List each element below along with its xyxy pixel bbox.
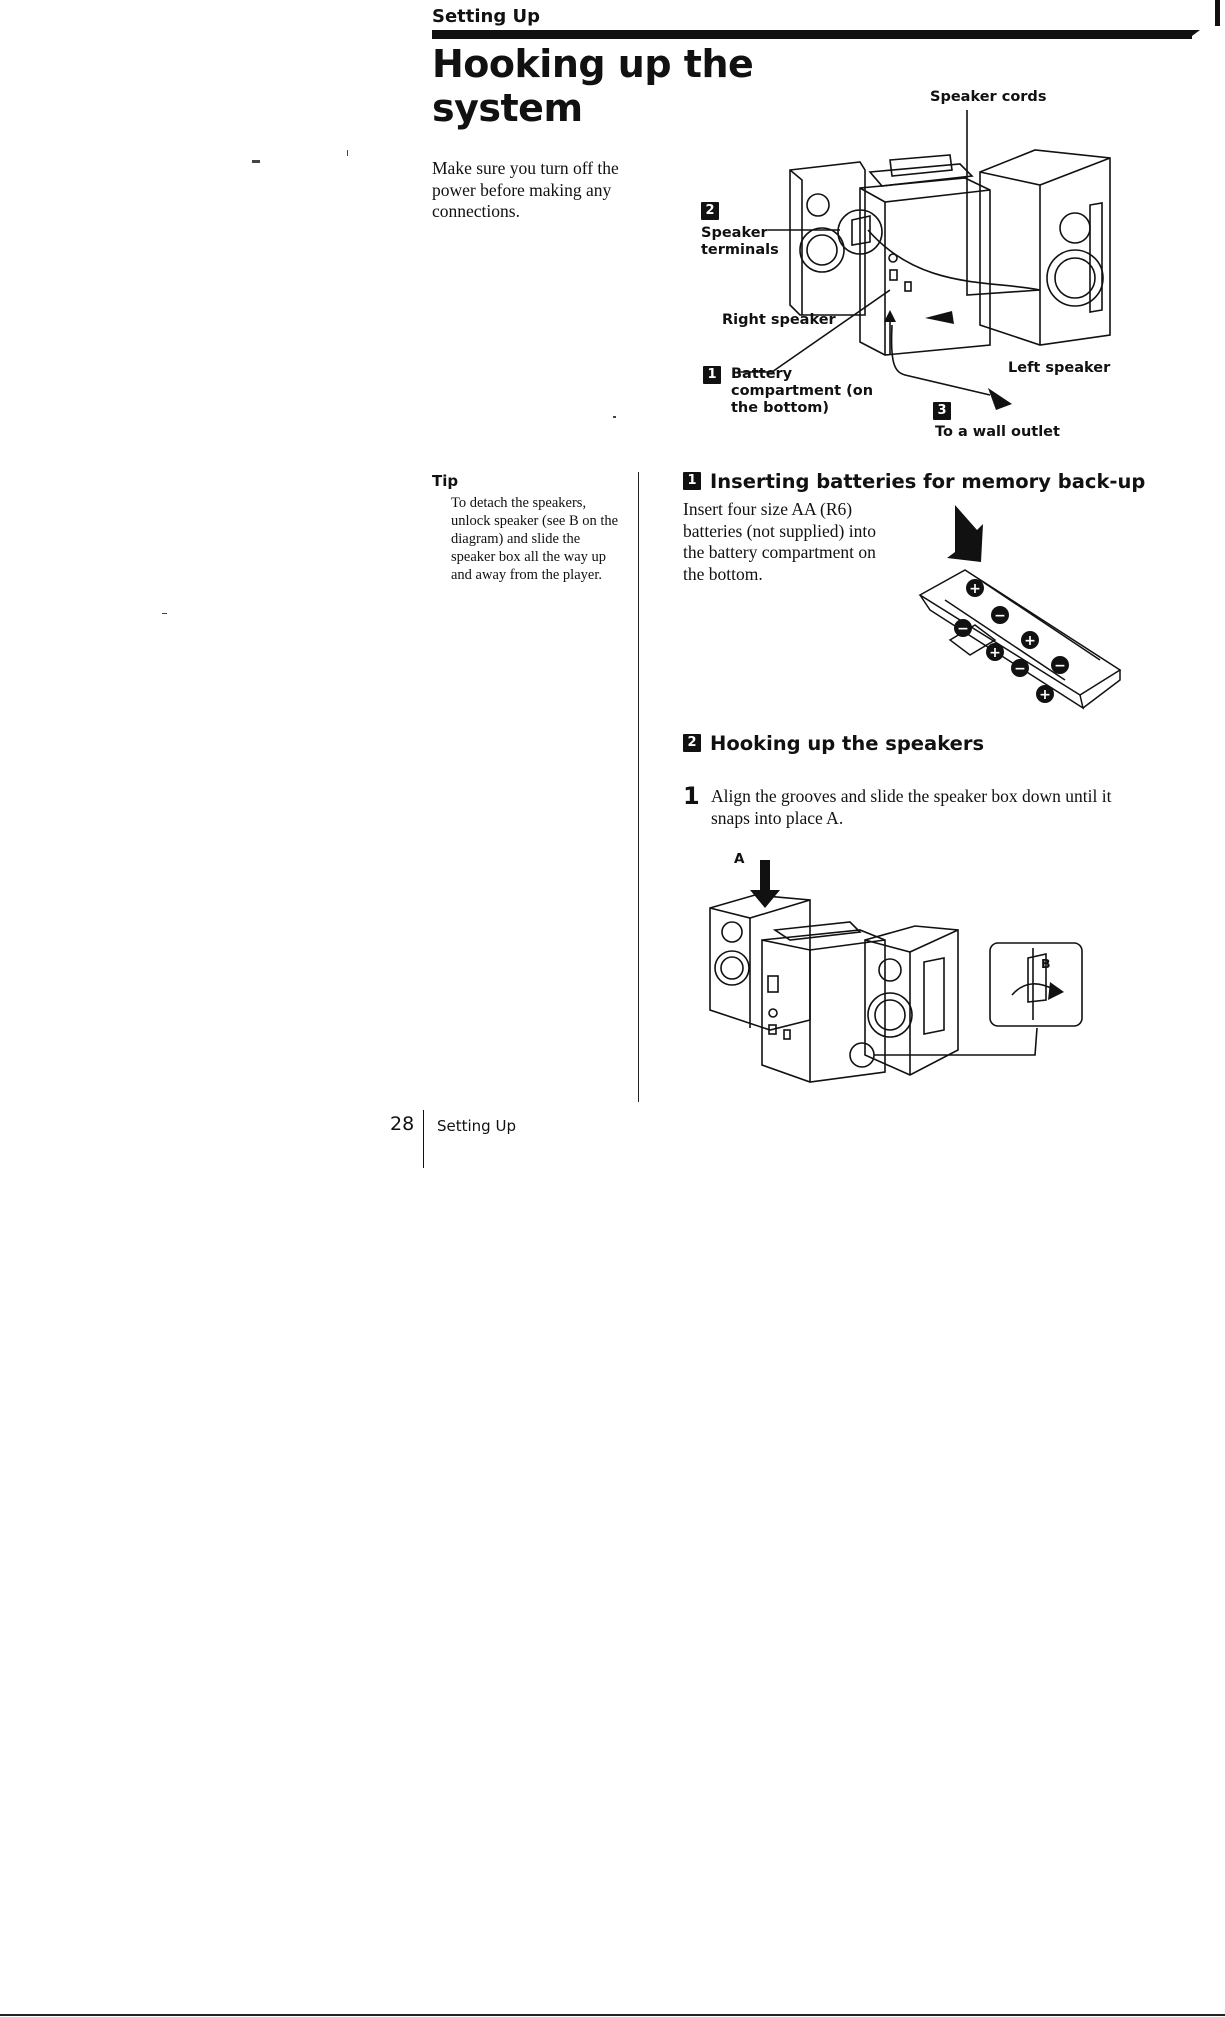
svg-text:−: −	[1054, 658, 1066, 674]
intro-text: Make sure you turn off the power before …	[432, 158, 619, 221]
hookup-diagram	[738, 110, 1111, 410]
label-battery-compartment: Battery compartment (on the bottom)	[731, 366, 874, 416]
page-number: 28	[390, 1113, 415, 1135]
left-speaker-illustration	[979, 149, 1111, 346]
edge-tab-mark	[1215, 0, 1220, 26]
slide-arrow-icon	[925, 311, 954, 324]
svg-text:+: +	[969, 581, 981, 597]
header-rule	[432, 30, 1192, 39]
header-rule-tip	[1188, 30, 1200, 39]
tip-label: Tip	[432, 472, 459, 490]
badge-step-3: 3	[933, 402, 951, 420]
footer-divider	[423, 1110, 424, 1168]
plug-arrow-icon	[988, 388, 1012, 410]
label-wall-outlet: To a wall outlet	[935, 424, 1060, 440]
right-speaker-illustration	[789, 161, 866, 316]
scan-speck	[347, 150, 348, 156]
speaker-cord	[867, 229, 1041, 291]
column-divider	[638, 472, 639, 1102]
footer-section-label: Setting Up	[437, 1117, 516, 1135]
battery-illustration: + − − + + − − +	[918, 505, 1122, 710]
section1-badge: 1	[683, 471, 701, 490]
lock-arrow-icon	[1048, 982, 1064, 1000]
power-cord	[890, 324, 991, 396]
section1-heading-text: Inserting batteries for memory back-up	[710, 470, 1146, 493]
section2-heading-text: Hooking up the speakers	[710, 732, 985, 755]
svg-text:−: −	[957, 621, 969, 637]
label-left-speaker: Left speaker	[1008, 360, 1111, 376]
label-right-speaker: Right speaker	[722, 312, 836, 328]
svg-text:+: +	[1024, 633, 1036, 649]
page-title: Hooking up the system	[432, 42, 754, 130]
section1-heading: 1 Inserting batteries for memory back-up	[683, 470, 1145, 493]
down-arrow-icon	[750, 860, 780, 908]
step-number: 1	[683, 782, 700, 810]
scan-speck	[613, 416, 616, 418]
badge-step-1: 1	[703, 366, 721, 384]
label-a: A	[734, 851, 745, 867]
svg-text:+: +	[1039, 687, 1051, 703]
battery-leader	[738, 289, 891, 373]
svg-text:−: −	[994, 608, 1006, 624]
up-arrow-icon	[884, 310, 896, 322]
section2-badge: 2	[683, 733, 701, 752]
main-unit-illustration	[859, 177, 991, 356]
section1-text: Insert four size AA (R6) batteries (not …	[683, 499, 876, 584]
label-speaker-cords: Speaker cords	[930, 89, 1047, 105]
svg-text:−: −	[1014, 661, 1026, 677]
battery-polarity-marks: + − − + + − − +	[954, 579, 1069, 703]
bottom-scan-edge	[0, 2014, 1225, 2016]
label-speaker-terminals: Speaker terminals	[701, 225, 779, 258]
section-header: Setting Up	[432, 6, 541, 27]
tip-text: To detach the speakers, unlock speaker (…	[451, 495, 619, 583]
section2-heading: 2 Hooking up the speakers	[683, 732, 984, 755]
label-b: B	[1041, 956, 1051, 971]
badge-step-2: 2	[701, 202, 719, 220]
step-text: Align the grooves and slide the speaker …	[711, 786, 1112, 828]
scan-speck	[252, 160, 260, 163]
svg-text:+: +	[989, 645, 1001, 661]
insert-arrow-icon	[947, 505, 983, 562]
speaker-attach-illustration	[709, 860, 1083, 1083]
scan-speck	[162, 613, 167, 614]
